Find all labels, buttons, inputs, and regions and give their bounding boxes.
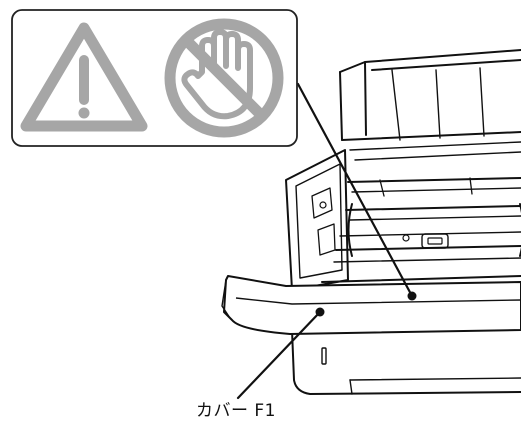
warning-triangle-icon — [20, 22, 148, 132]
warning-pointer-line — [296, 82, 414, 298]
warning-pointer-dot — [407, 291, 417, 301]
callout-lines — [236, 82, 414, 400]
cover-f1 — [221, 275, 521, 335]
printer-body — [285, 49, 521, 395]
warning-panel — [11, 9, 298, 147]
cover-pointer-dot — [315, 307, 325, 317]
cover-pointer-line — [236, 310, 322, 400]
do-not-touch-icon — [164, 18, 284, 138]
cover-f1-label: カバー F1 — [196, 401, 276, 421]
